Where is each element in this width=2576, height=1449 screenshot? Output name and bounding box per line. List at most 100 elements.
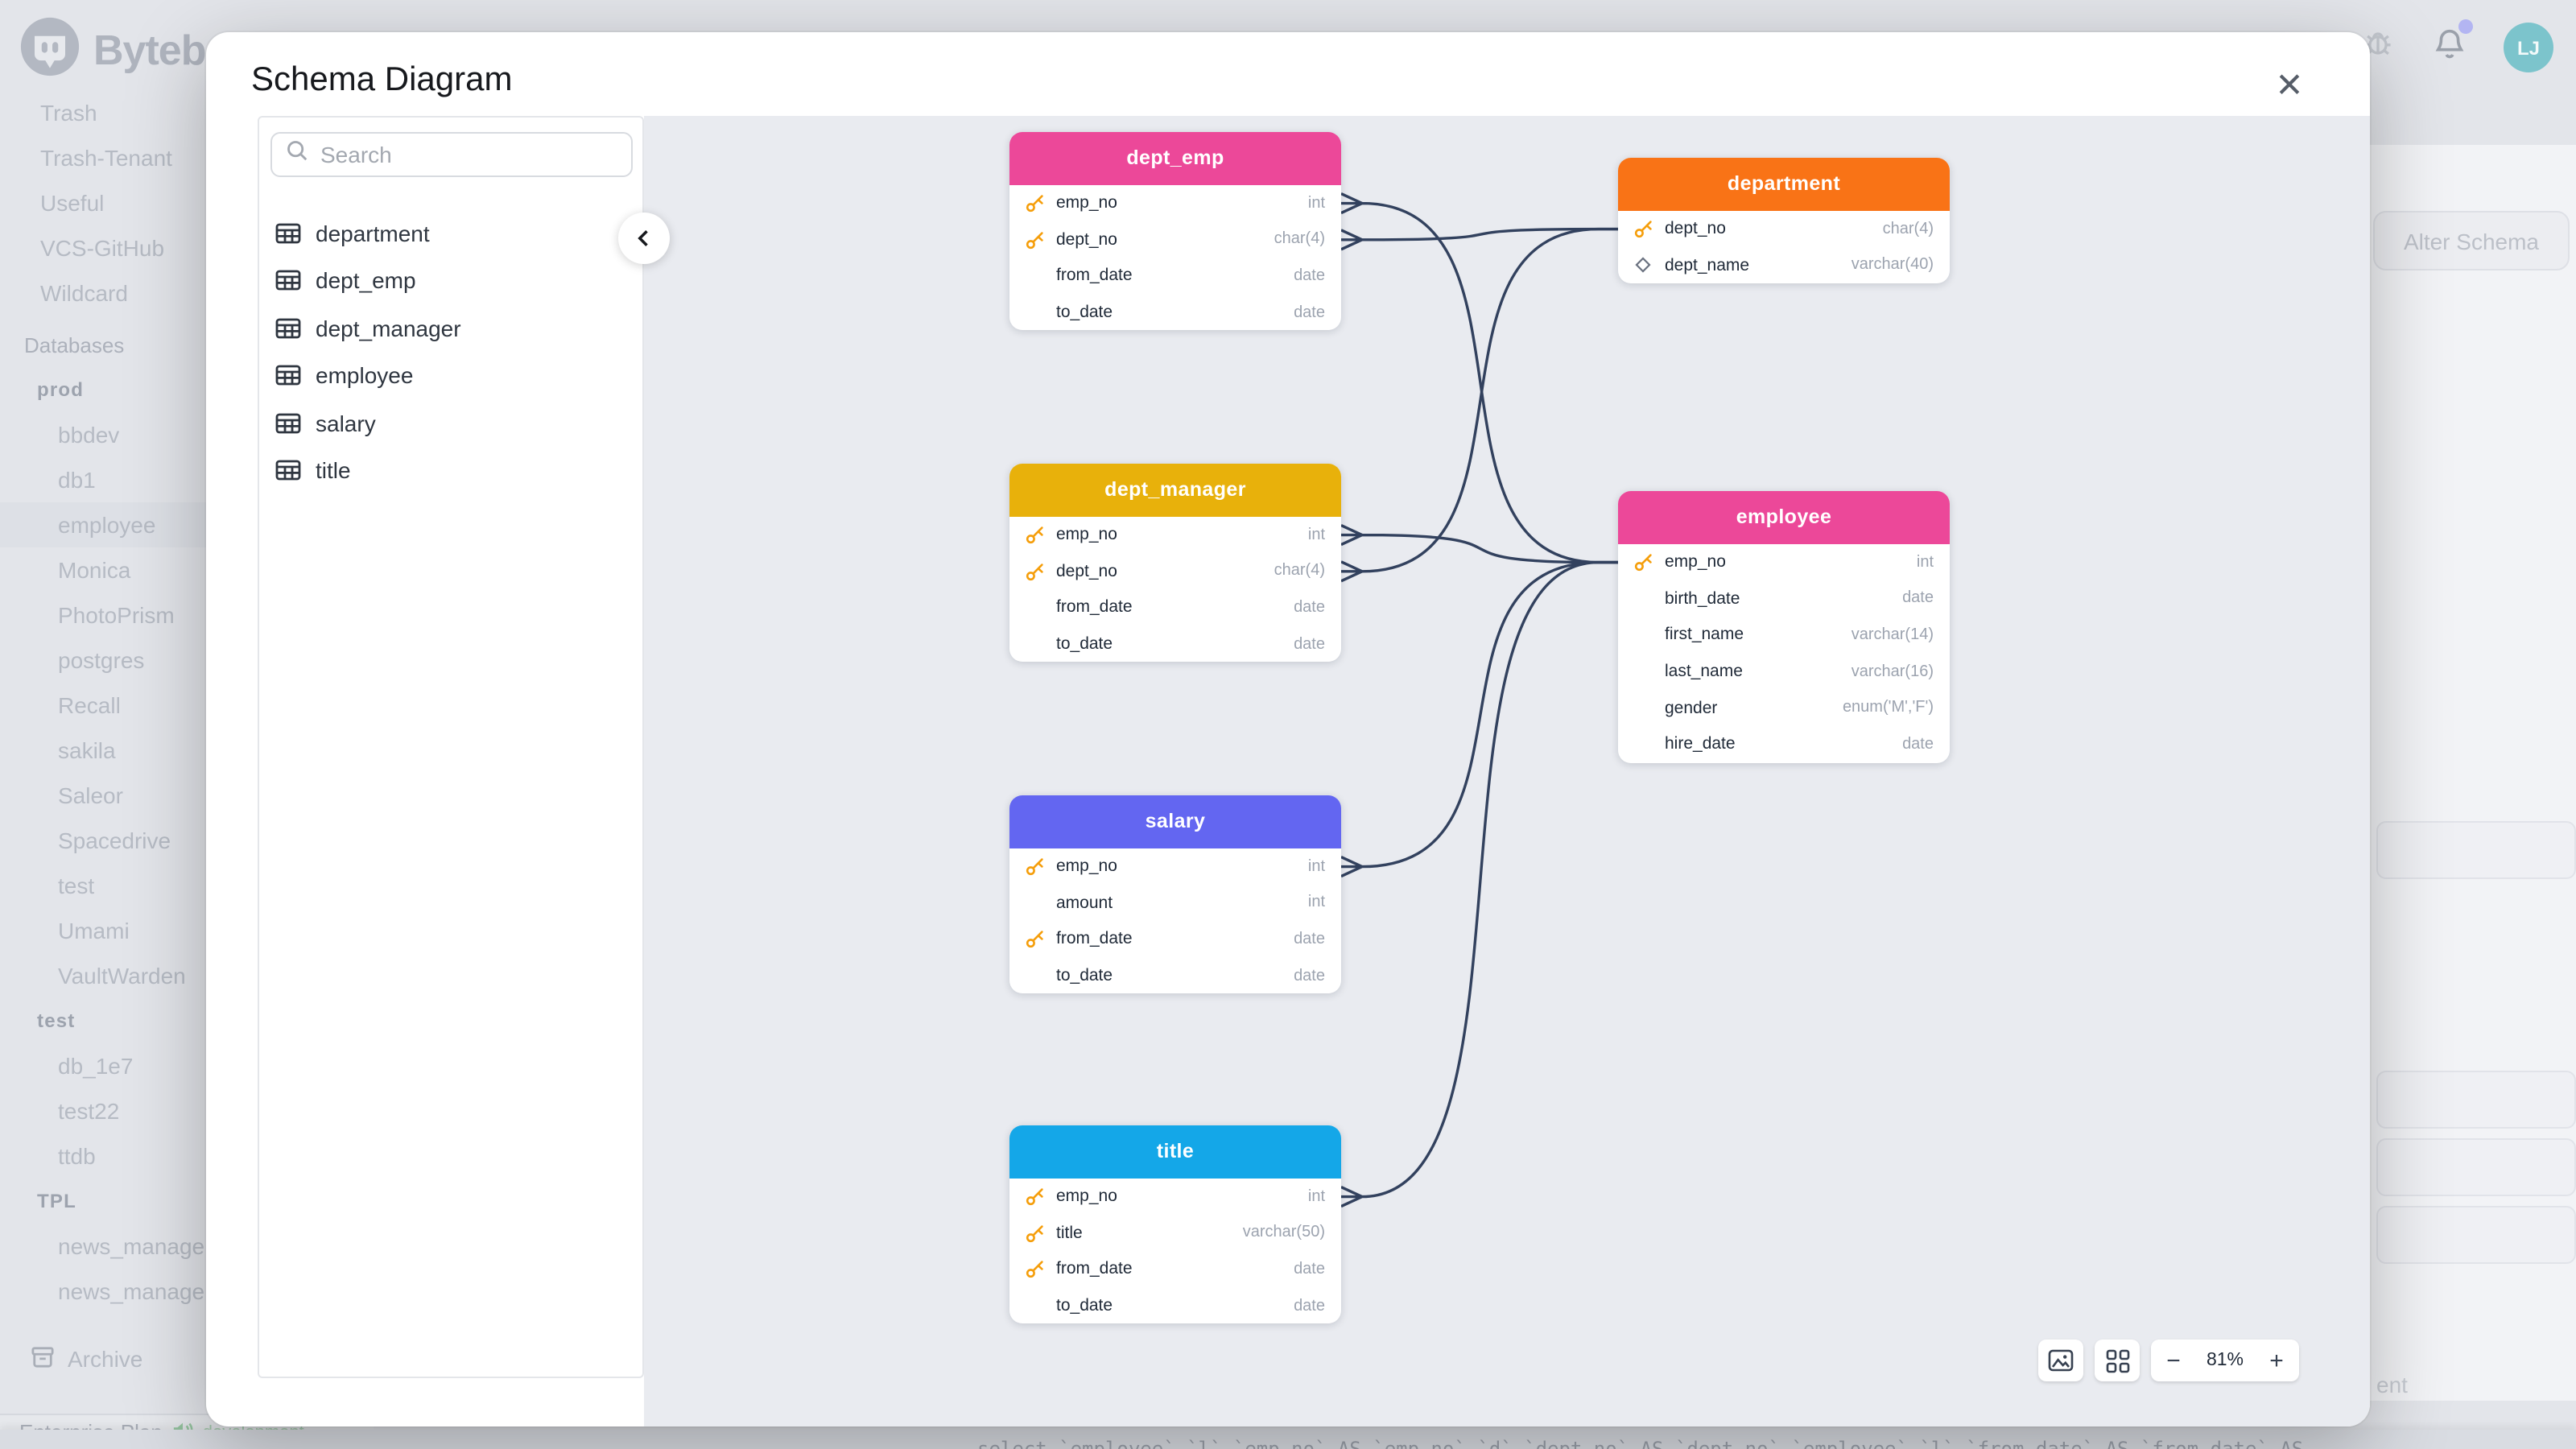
- sidebar-item-spacedrive[interactable]: Spacedrive: [58, 828, 171, 853]
- column-type: date: [1294, 1260, 1325, 1278]
- sidebar-item-trash-tenant[interactable]: Trash-Tenant: [40, 145, 172, 171]
- auto-layout-button[interactable]: [2095, 1340, 2140, 1381]
- table-list-item-dept_manager[interactable]: dept_manager: [259, 304, 642, 352]
- primary-key-icon: [1026, 857, 1046, 877]
- sidebar-item-archive[interactable]: Archive: [0, 1336, 341, 1381]
- sidebar-item-news-manage[interactable]: news_manage: [58, 1278, 205, 1304]
- table-list-label: department: [316, 220, 430, 246]
- sidebar-item-test[interactable]: test: [37, 1009, 76, 1032]
- sidebar-item-db1[interactable]: db1: [58, 467, 96, 493]
- sidebar-item-prod[interactable]: prod: [37, 378, 85, 401]
- schema-diagram-modal: Schema Diagram ✕ departmentdept_empdept_…: [206, 32, 2370, 1426]
- primary-key-icon: [1026, 1224, 1046, 1243]
- sidebar-item-wildcard[interactable]: Wildcard: [40, 280, 128, 306]
- close-icon[interactable]: ✕: [2275, 68, 2304, 105]
- table-list-item-dept_emp[interactable]: dept_emp: [259, 257, 642, 304]
- zoom-in-button[interactable]: +: [2269, 1347, 2284, 1374]
- column-name: hire_date: [1665, 734, 1736, 754]
- notification-dot: [2458, 19, 2473, 33]
- column-type: int: [1307, 857, 1325, 876]
- export-image-button[interactable]: [2038, 1340, 2083, 1381]
- notifications-bell-icon[interactable]: [2431, 19, 2473, 70]
- sidebar-item-label: Archive: [68, 1346, 143, 1372]
- alter-schema-button[interactable]: Alter Schema: [2373, 211, 2570, 270]
- table-icon: [275, 270, 301, 292]
- sidebar-item-monica[interactable]: Monica: [58, 557, 131, 583]
- primary-key-icon: [1026, 1187, 1046, 1207]
- column-type: date: [1294, 1297, 1325, 1315]
- table-icon: [275, 365, 301, 387]
- search-input[interactable]: [320, 142, 618, 167]
- column-name: gender: [1665, 698, 1718, 718]
- relationship-edge-title.emp_no-employee.emp_no: [1340, 560, 1618, 1208]
- relationship-edges: [1340, 192, 1618, 1208]
- bytebase-logo-icon: [19, 16, 80, 85]
- sidebar-item-recall[interactable]: Recall: [58, 692, 121, 718]
- bug-report-icon[interactable]: [2360, 26, 2396, 69]
- table-list-item-title[interactable]: title: [259, 447, 642, 494]
- sidebar-item-db-1e7[interactable]: db_1e7: [58, 1053, 134, 1079]
- column-type: date: [1294, 266, 1325, 285]
- zoom-out-button[interactable]: −: [2166, 1347, 2181, 1374]
- table-list-panel: department dept_empdept_manageremployeesa…: [258, 116, 644, 1378]
- sidebar-item-saleor[interactable]: Saleor: [58, 782, 123, 808]
- column-name: to_date: [1056, 303, 1113, 323]
- sidebar-item-useful[interactable]: Useful: [40, 190, 105, 216]
- table-list-item-department[interactable]: department: [259, 209, 642, 257]
- table-icon: [275, 460, 301, 482]
- table-card-title: dept_emp: [1009, 132, 1341, 185]
- sidebar-item-umami[interactable]: Umami: [58, 918, 130, 943]
- sidebar-item-tpl[interactable]: TPL: [37, 1190, 76, 1212]
- table-list-item-employee[interactable]: employee: [259, 352, 642, 399]
- column-name: to_date: [1056, 966, 1113, 986]
- column-name: to_date: [1056, 1296, 1113, 1316]
- background-content-panel: Alter Schema ent: [2367, 145, 2576, 1401]
- column-name: first_name: [1665, 625, 1744, 645]
- sidebar-item-news-manage[interactable]: news_manage: [58, 1233, 205, 1259]
- table-icon: [275, 412, 301, 435]
- sidebar-item-ttdb[interactable]: ttdb: [58, 1143, 96, 1169]
- index-diamond-icon: [1634, 257, 1655, 275]
- sidebar-item-vaultwarden[interactable]: VaultWarden: [58, 963, 186, 989]
- column-type: char(4): [1274, 230, 1325, 249]
- sql-preview-text: select `employee` `l` `emp_no` AS `emp_n…: [977, 1438, 2304, 1449]
- sidebar-item-vcs-github[interactable]: VCS-GitHub: [40, 235, 165, 261]
- column-name: from_date: [1056, 597, 1133, 617]
- sidebar-item-test22[interactable]: test22: [58, 1098, 120, 1124]
- sidebar-item-trash[interactable]: Trash: [40, 100, 97, 126]
- sidebar-item-photoprism[interactable]: PhotoPrism: [58, 602, 175, 628]
- background-row: [2376, 1206, 2576, 1264]
- column-type: date: [1294, 635, 1325, 654]
- search-icon: [285, 138, 309, 171]
- sidebar-item-test[interactable]: test: [58, 873, 95, 898]
- sidebar-item-postgres[interactable]: postgres: [58, 647, 145, 673]
- column-name: dept_no: [1056, 229, 1117, 250]
- column-type: date: [1294, 930, 1325, 948]
- column-name: amount: [1056, 893, 1113, 913]
- table-list-item-salary[interactable]: salary: [259, 399, 642, 447]
- sidebar-item-sakila[interactable]: sakila: [58, 737, 116, 763]
- collapse-panel-button[interactable]: [618, 213, 670, 264]
- sidebar-item-bbdev[interactable]: bbdev: [58, 422, 120, 448]
- column-row-to_date: to_date date: [1009, 1288, 1341, 1324]
- user-avatar[interactable]: LJ: [2504, 23, 2553, 72]
- search-box: [270, 132, 633, 177]
